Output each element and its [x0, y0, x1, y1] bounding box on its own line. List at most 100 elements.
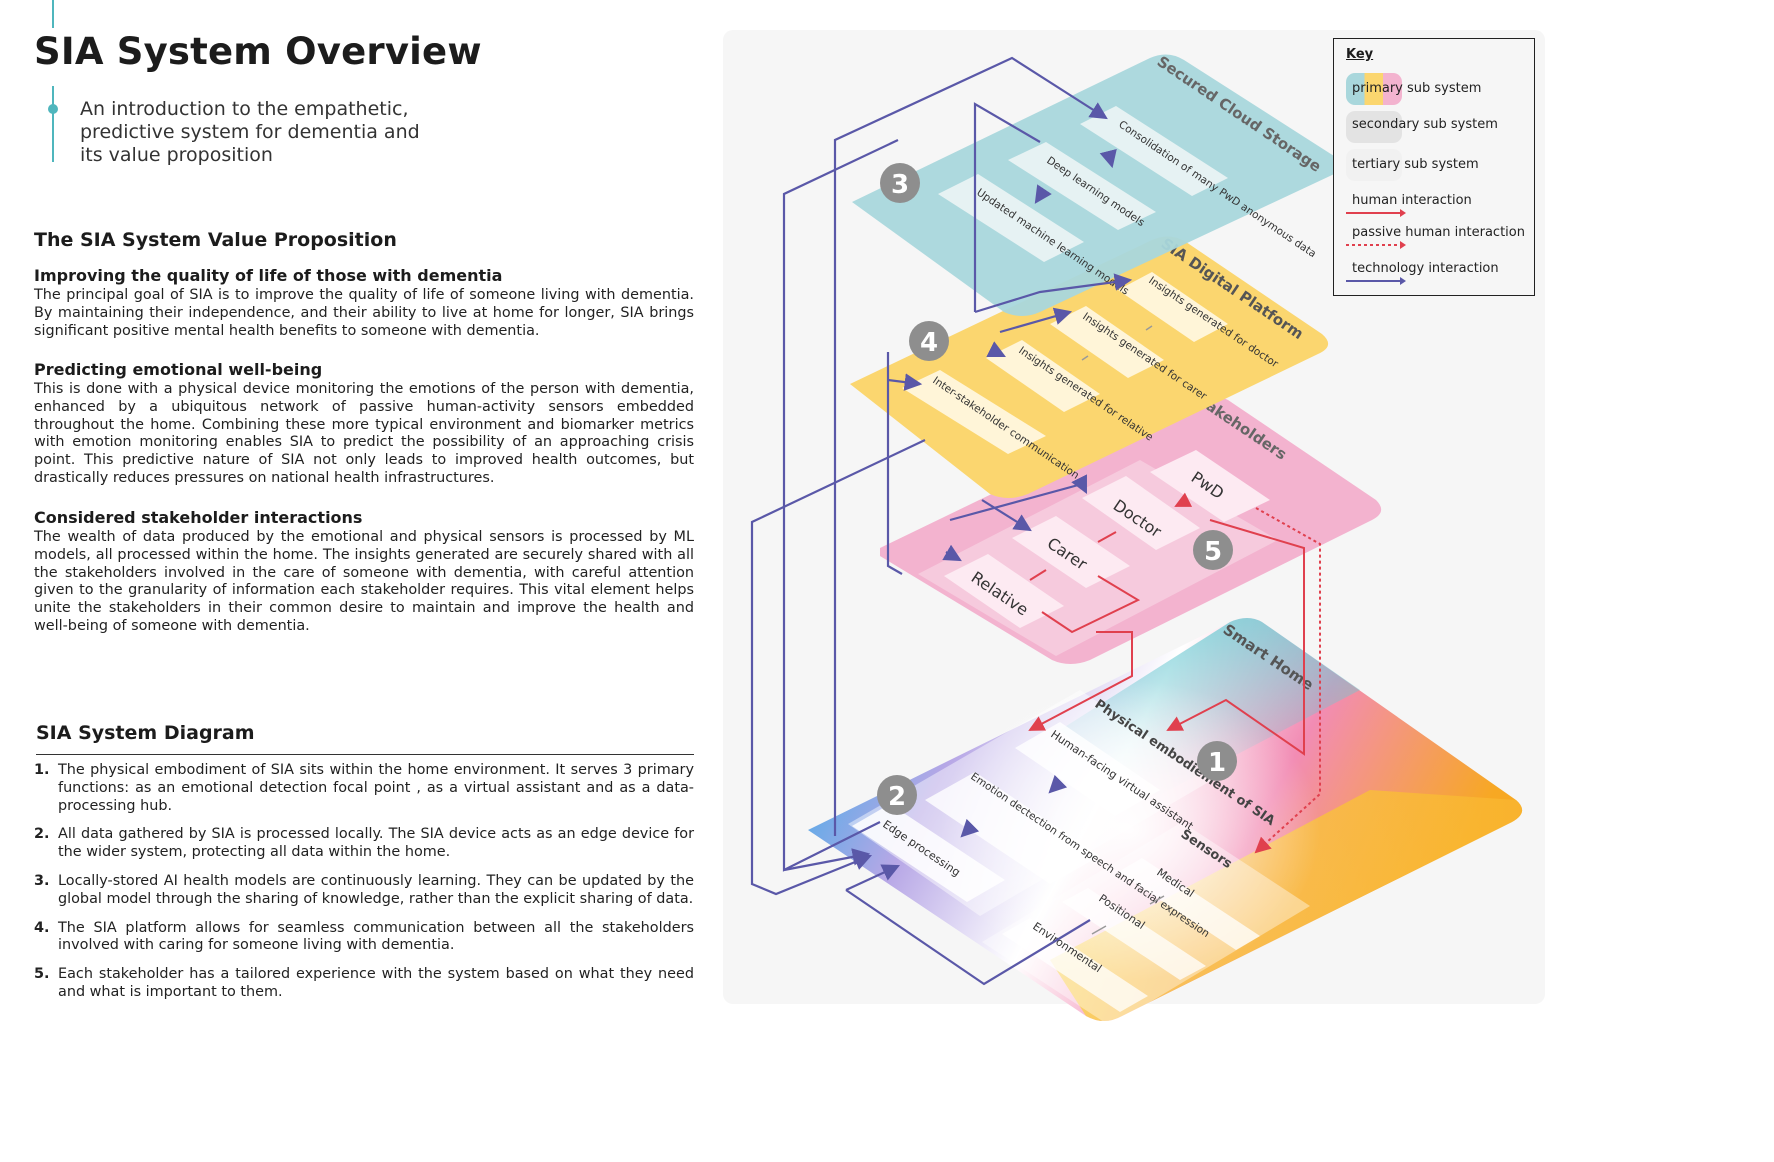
tech-arrow-deep-learning — [1034, 184, 1052, 204]
tech-line-cloud-to-edge — [782, 139, 899, 872]
digital-platform-layer: SIA Digital Platform Insights generated … — [850, 234, 1329, 498]
passive-line-pwd-sensors — [1254, 507, 1321, 854]
list-number: 3. — [34, 872, 50, 889]
badge-2: 2 — [877, 775, 917, 815]
human-line-carer-assistant — [1028, 631, 1133, 731]
list-number: 4. — [34, 919, 50, 936]
tech-line-sensors-edge — [845, 889, 1091, 986]
human-line-pwd-embodiment — [1166, 519, 1305, 756]
grey-tick — [1081, 355, 1089, 361]
key-label: secondary sub system — [1352, 117, 1498, 132]
embodiment-item-card — [925, 772, 1100, 884]
cloud-card — [1080, 106, 1228, 196]
key-label: tertiary sub system — [1352, 157, 1479, 172]
diagram-key: Key primary sub system secondary sub sys… — [1333, 38, 1535, 296]
key-label: primary sub system — [1352, 81, 1482, 96]
list-text: All data gathered by SIA is processed lo… — [58, 826, 694, 861]
grey-tick — [1149, 895, 1165, 905]
human-interaction-line-icon — [1346, 209, 1406, 217]
passive-interaction-lines — [1254, 507, 1321, 854]
page-subtitle: An introduction to the empathetic, predi… — [80, 98, 420, 166]
primary-swatch-icon — [1346, 73, 1402, 105]
smart-home-layer: Smart Home Physical embodiement of SIA H… — [808, 618, 1523, 1026]
tech-arrow-carer — [981, 499, 1032, 532]
list-text: The physical embodiment of SIA sits with… — [58, 762, 694, 814]
section-emotional-wellbeing: Predicting emotional well-being This is … — [34, 360, 694, 488]
list-text: The SIA platform allows for seamless com… — [58, 919, 694, 954]
badge-number: 5 — [1204, 537, 1222, 567]
section-title: Considered stakeholder interactions — [34, 508, 363, 527]
list-number: 2. — [34, 826, 50, 843]
platform-card — [1050, 306, 1164, 378]
section-title: Improving the quality of life of those w… — [34, 266, 503, 285]
passive-interaction-line-icon — [1346, 241, 1406, 249]
section-title: Predicting emotional well-being — [34, 360, 323, 379]
tech-line-platform-stakeholders — [886, 352, 903, 575]
grey-ticks — [1081, 325, 1165, 935]
key-title: Key — [1346, 47, 1374, 62]
tech-arrow-relative — [942, 544, 962, 562]
badge-number: 2 — [888, 782, 906, 812]
tech-arrow-sensors-edge — [845, 864, 900, 891]
sensors-panel — [982, 822, 1310, 1026]
list-item: 1. The physical embodiment of SIA sits wi… — [34, 762, 694, 815]
section-stakeholder-interactions: Considered stakeholder interactions The … — [34, 508, 694, 636]
section-quality-of-life: Improving the quality of life of those w… — [34, 266, 694, 340]
sensor-card — [1002, 918, 1148, 1012]
list-text: Each stakeholder has a tailored experien… — [58, 966, 694, 1000]
list-number: 1. — [34, 762, 50, 778]
system-diagram-list: 1. The physical embodiment of SIA sits wi… — [34, 762, 694, 1013]
subtitle-dot-icon — [48, 104, 58, 114]
sensor-card — [1118, 858, 1260, 950]
technology-interaction-lines — [750, 56, 1133, 986]
badge-number: 4 — [920, 328, 938, 358]
section-body: This is done with a physical device moni… — [34, 381, 694, 486]
badge-1: 1 — [1197, 741, 1237, 781]
technology-interaction-line-icon — [1346, 277, 1406, 285]
badge-5: 5 — [1193, 530, 1233, 570]
platform-card — [902, 370, 1046, 454]
stakeholder-card — [1082, 476, 1200, 550]
tech-arrow-assistant — [1048, 774, 1068, 794]
cloud-card — [1008, 142, 1156, 230]
human-tick — [1029, 569, 1047, 581]
tech-line-communication-edge — [750, 439, 926, 896]
tech-arrow-platform-doctor — [974, 273, 1133, 314]
section-body: The principal goal of SIA is to improve … — [34, 287, 694, 339]
page-title: SIA System Overview — [34, 30, 482, 73]
list-text: Locally-stored AI health models are cont… — [58, 872, 694, 907]
platform-card — [1118, 272, 1228, 342]
tech-arrow-platform-relative — [986, 341, 1006, 357]
cloud-storage-layer: Secured Cloud Storage Consolidation of m… — [852, 52, 1341, 316]
value-proposition-heading: The SIA System Value Proposition — [34, 229, 397, 251]
platform-card — [986, 340, 1100, 412]
tertiary-swatch-icon — [1346, 149, 1402, 181]
badge-4: 4 — [909, 321, 949, 361]
human-arrow-pwd — [1174, 492, 1193, 507]
system-diagram-heading: SIA System Diagram — [36, 722, 694, 755]
top-accent-line — [52, 0, 54, 28]
grey-tick — [1091, 925, 1107, 935]
list-item: 4. The SIA platform allows for seamless c… — [34, 920, 694, 956]
human-line-stakeholders — [1041, 575, 1141, 634]
human-tick — [1097, 531, 1117, 543]
tech-arrow-consolidation — [1099, 148, 1117, 169]
embodiment-item-card — [1015, 722, 1160, 816]
list-item: 2. All data gathered by SIA is processed … — [34, 826, 694, 862]
list-item: 3. Locally-stored AI health models are co… — [34, 873, 694, 909]
tech-line-edge-to-cloud — [833, 56, 1108, 836]
badge-number: 1 — [1208, 748, 1226, 778]
key-label: passive human interaction — [1352, 225, 1525, 240]
list-number: 5. — [34, 966, 50, 983]
section-body: The wealth of data produced by the emoti… — [34, 529, 694, 634]
stakeholder-card — [1012, 516, 1130, 588]
tech-arrow-emotion — [960, 818, 980, 838]
tech-line-cloud-platform — [973, 102, 1041, 312]
badge-number: 3 — [891, 170, 909, 200]
subtitle-accent-line — [52, 86, 54, 162]
human-interaction-lines — [1028, 492, 1305, 756]
embodiment-item-card — [852, 804, 1005, 902]
secondary-swatch-icon — [1346, 111, 1402, 143]
badge-3: 3 — [880, 163, 920, 203]
